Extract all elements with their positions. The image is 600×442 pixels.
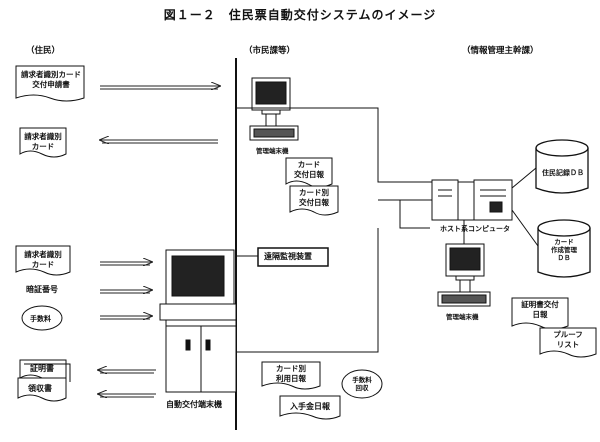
card-db-cylinder (537, 219, 591, 278)
label-card-report: カード交付日報 (294, 160, 324, 179)
host-computer (431, 179, 513, 221)
mgmt-terminal-city (249, 77, 299, 141)
label-resident-db: 住民記録ＤＢ (542, 169, 584, 177)
doc-cert-report (511, 297, 569, 330)
doc-card-type-report (289, 185, 339, 216)
auto-issue-terminal (159, 249, 237, 393)
label-mgmt-terminal-info: 管理端末機 (446, 313, 479, 321)
label-receipt: 領収書 (28, 384, 52, 393)
label-remote-monitor: 遠隔監視装置 (264, 252, 312, 261)
label-request-card-application: 請求者識別カード交付申請書 (21, 70, 81, 89)
doc-card-report (285, 157, 333, 188)
label-pin: 暗証番号 (26, 285, 58, 294)
label-request-card-2: 請求者識別カード (24, 250, 62, 269)
doc-request-card-2 (15, 245, 71, 276)
label-cert-report: 証明書交付日報 (521, 300, 559, 319)
fee-collect-oval (341, 369, 383, 399)
diagram-title: 図１ー２ 住民票自動交付システムのイメージ (163, 8, 437, 22)
doc-card-usage-report (261, 361, 321, 390)
label-certificate: 証明書 (30, 364, 54, 373)
section-resident: （住民） (26, 46, 61, 56)
section-info: （情報管理主幹課） (462, 46, 539, 56)
mgmt-terminal-info (437, 243, 491, 307)
label-deposit-report: 入手金日報 (290, 402, 330, 411)
arrow-group (98, 86, 220, 397)
label-proof-list: プルーフリスト (553, 330, 583, 349)
doc-receipt (17, 377, 67, 402)
label-card-type-report: カード別交付日報 (299, 188, 329, 207)
doc-deposit-report (279, 395, 341, 420)
connection-lines (236, 107, 432, 353)
fee-oval (21, 305, 63, 331)
doc-proof-list (539, 327, 597, 358)
section-city: （市民課等） (244, 46, 296, 56)
label-request-card-1: 請求者識別カード (24, 132, 62, 151)
doc-request-card-application (15, 65, 85, 102)
label-card-usage-report: カード別利用日報 (276, 364, 306, 383)
label-auto-terminal: 自動交付端末機 (166, 400, 222, 409)
remote-monitor-box (257, 247, 329, 267)
label-fee-collect: 手数料回収 (352, 376, 372, 392)
label-fee: 手数料 (30, 315, 51, 323)
label-mgmt-terminal-city: 管理端末機 (256, 147, 289, 155)
resident-db-cylinder (535, 139, 589, 194)
label-host: ホスト系コンピュータ (440, 225, 510, 233)
doc-request-card-1 (19, 127, 67, 158)
